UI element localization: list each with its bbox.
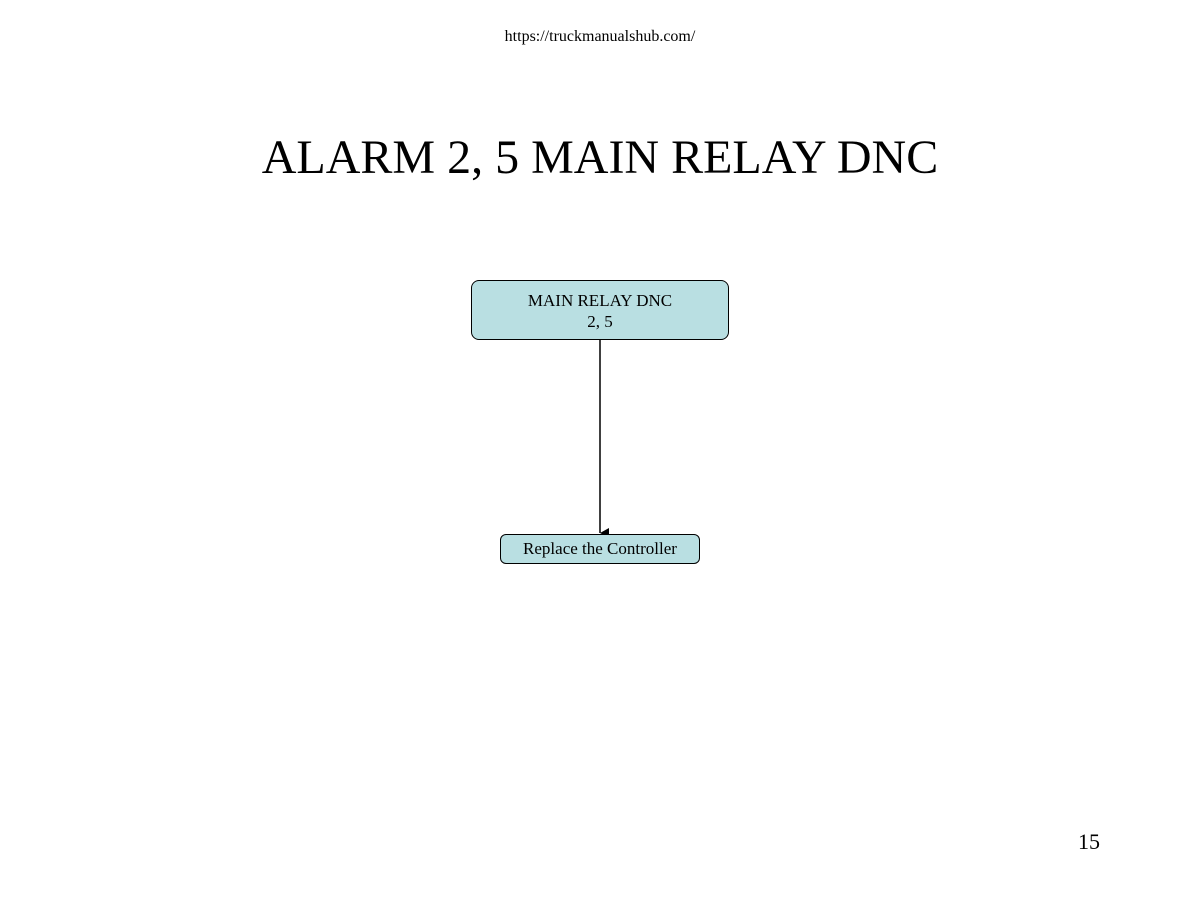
page-number: 15 xyxy=(1078,829,1100,854)
node-label-line-1: MAIN RELAY DNC xyxy=(527,291,673,310)
node-label: Replace the Controller xyxy=(523,539,677,558)
flow-node-main-relay-dnc: MAIN RELAY DNC 2, 5 xyxy=(471,280,729,340)
slide-title: ALARM 2, 5 MAIN RELAY DNC xyxy=(261,131,939,184)
flow-node-replace-controller: Replace the Controller xyxy=(500,534,700,564)
source-url: https://truckmanualshub.com/ xyxy=(504,28,696,45)
node-label-line-2: 2, 5 xyxy=(587,312,613,331)
